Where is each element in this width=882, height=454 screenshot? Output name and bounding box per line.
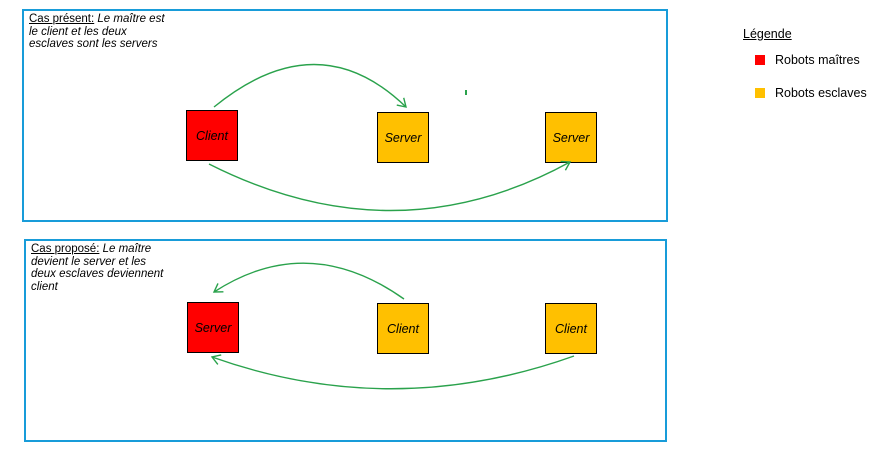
node-server-middle: Server <box>377 112 429 163</box>
panel-cas-propose-title: Cas proposé: Le maître devient le server… <box>31 243 163 293</box>
master-color-swatch <box>755 55 765 65</box>
legend: Légende Robots maîtres Robots esclaves <box>743 27 867 100</box>
title-line: Cas proposé: Le maître <box>31 243 163 256</box>
title-text: Le maître est <box>97 13 165 25</box>
title-line: esclaves sont les servers <box>29 38 158 51</box>
node-client-middle: Client <box>377 303 429 354</box>
node-client-master: Client <box>186 110 238 161</box>
title-line: client <box>31 280 58 293</box>
title-line: le client et les deux <box>29 25 127 38</box>
title-text: Le maître <box>102 243 152 255</box>
panel-cas-present: Cas présent: Le maître est le client et … <box>22 9 668 222</box>
node-client-right: Client <box>545 303 597 354</box>
node-label: Client <box>196 128 228 143</box>
node-server-right: Server <box>545 112 597 163</box>
node-label: Client <box>555 321 587 336</box>
title-line: Cas présent: Le maître est <box>29 13 165 26</box>
legend-title: Légende <box>743 27 792 41</box>
panel-cas-present-title: Cas présent: Le maître est le client et … <box>29 13 165 51</box>
legend-item-slaves: Robots esclaves <box>755 86 867 100</box>
legend-item-label: Robots esclaves <box>775 86 867 100</box>
node-label: Server <box>194 320 232 335</box>
legend-item-label: Robots maîtres <box>775 53 860 67</box>
panel-cas-propose: Cas proposé: Le maître devient le server… <box>24 239 667 442</box>
node-label: Server <box>384 130 422 145</box>
slave-color-swatch <box>755 88 765 98</box>
title-line: deux esclaves deviennent <box>31 268 164 281</box>
case-label: Cas présent: <box>29 13 95 25</box>
node-label: Server <box>552 130 590 145</box>
node-label: Client <box>387 321 419 336</box>
case-label: Cas proposé: <box>31 243 100 255</box>
legend-item-masters: Robots maîtres <box>755 53 867 67</box>
title-line: devient le server et les <box>31 255 147 268</box>
node-server-master: Server <box>187 302 239 353</box>
